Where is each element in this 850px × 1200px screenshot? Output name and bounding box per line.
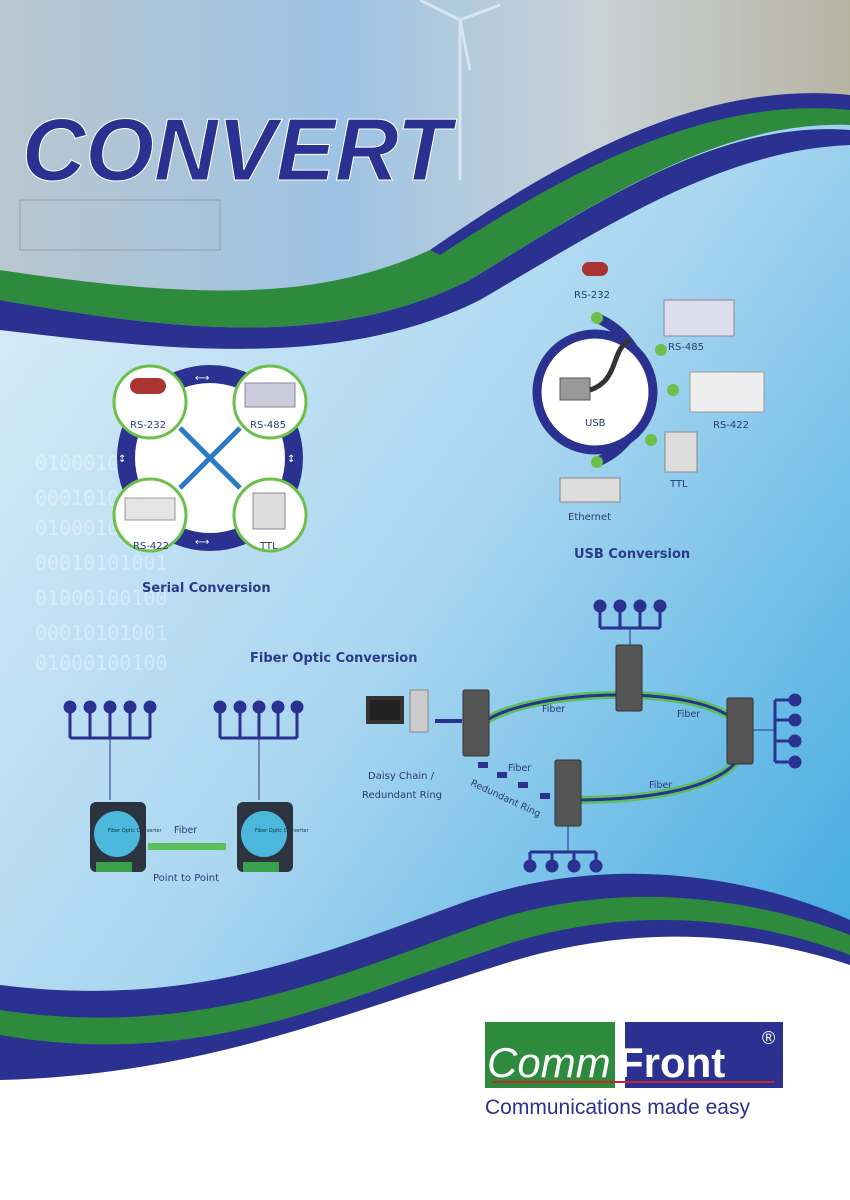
double-arrow-icons: ⟷ ⟷ ↕ ↕ <box>118 373 295 548</box>
serial-node-rs422: RS-422 <box>112 477 188 553</box>
fiber-switch-icons <box>462 644 754 827</box>
redundant-dashes <box>478 762 550 799</box>
bus-tree-icon <box>213 700 304 800</box>
din-module-icon <box>689 371 765 413</box>
computer-icon <box>366 689 429 733</box>
svg-text:®: ® <box>762 1028 775 1048</box>
terminal-icon <box>664 431 698 473</box>
svg-text:Redundant Ring: Redundant Ring <box>362 790 442 801</box>
bus-tree-icon <box>63 700 157 800</box>
svg-text:Front: Front <box>618 1039 725 1086</box>
serial-node-rs232: RS-232 <box>112 364 188 440</box>
binary-watermark: 0100010 0001010 0100010 00010101001 0100010… <box>35 451 167 675</box>
tagline: Communications made easy <box>485 1096 750 1119</box>
ethernet-device-icon <box>559 477 621 503</box>
svg-text:⟷: ⟷ <box>195 373 209 384</box>
fiber-link <box>148 843 226 850</box>
svg-text:0100010: 0100010 <box>35 516 119 540</box>
svg-text:Fiber Optic Converter: Fiber Optic Converter <box>255 828 309 834</box>
fiber-converter-right: Fiber Optic Converter <box>237 802 309 872</box>
din-module-icon <box>124 497 176 521</box>
svg-text:RS-232: RS-232 <box>130 420 166 431</box>
svg-text:Fiber: Fiber <box>677 709 700 720</box>
svg-text:Point to Point: Point to Point <box>153 873 219 884</box>
svg-text:Daisy Chain /: Daisy Chain / <box>368 771 435 782</box>
headline: CONVERT <box>22 100 457 199</box>
svg-text:⟷: ⟷ <box>195 537 209 548</box>
svg-text:TTL: TTL <box>259 541 278 552</box>
svg-text:Fiber: Fiber <box>649 780 672 791</box>
top-wave-green <box>0 106 850 328</box>
cross-arrows-icon <box>178 426 242 490</box>
usb-title: USB Conversion <box>574 547 690 562</box>
svg-text:00010101001: 00010101001 <box>35 551 167 575</box>
bus-tree-icon <box>523 826 603 873</box>
svg-text:USB: USB <box>585 418 606 429</box>
svg-text:0001010: 0001010 <box>35 486 119 510</box>
svg-text:Fiber: Fiber <box>508 763 531 774</box>
svg-text:RS-485: RS-485 <box>668 342 704 353</box>
fiber-title: Fiber Optic Conversion <box>250 651 417 666</box>
bottom-white <box>0 936 850 1200</box>
usb-conversion-diagram: USB RS-232 RS-485 RS-422 TTL Ethernet US… <box>532 262 765 562</box>
svg-text:01000100100: 01000100100 <box>35 651 167 675</box>
svg-text:Fiber: Fiber <box>174 825 197 836</box>
fiber-converter-left: Fiber Optic Converter <box>90 802 162 872</box>
barcode-scanner-icon <box>130 378 166 394</box>
serial-conversion-diagram: ⟷ ⟷ ↕ ↕ RS-232 RS-485 RS-422 TTL Serial Co… <box>112 364 308 596</box>
photo-collage <box>0 0 850 291</box>
svg-text:Comm: Comm <box>487 1039 611 1086</box>
bus-tree-icon <box>593 599 667 646</box>
svg-text:Ethernet: Ethernet <box>568 512 611 523</box>
svg-text:↕: ↕ <box>287 454 295 465</box>
serial-node-rs485: RS-485 <box>232 364 308 440</box>
svg-text:TTL: TTL <box>669 479 688 490</box>
svg-text:00010101001: 00010101001 <box>35 621 167 645</box>
svg-text:Fiber Optic Converter: Fiber Optic Converter <box>108 828 162 834</box>
barcode-scanner-icon <box>582 262 608 276</box>
usb-plug-icon <box>559 377 591 401</box>
svg-text:Fiber: Fiber <box>542 704 565 715</box>
commfront-logo: Comm Front ® Communications made easy <box>485 1022 783 1119</box>
svg-text:RS-422: RS-422 <box>713 420 749 431</box>
point-to-point-diagram: Fiber Optic Converter Fiber Optic Conver… <box>63 700 309 884</box>
plc-icon <box>244 382 296 408</box>
svg-text:01000100100: 01000100100 <box>35 586 167 610</box>
bus-tree-icon <box>753 693 802 769</box>
svg-text:RS-232: RS-232 <box>574 290 610 301</box>
photo-details <box>19 0 501 251</box>
svg-text:↕: ↕ <box>118 454 126 465</box>
svg-text:0100010: 0100010 <box>35 451 119 475</box>
plc-icon <box>663 299 735 337</box>
top-wave-navy <box>0 129 850 349</box>
serial-title: Serial Conversion <box>142 581 271 596</box>
serial-node-ttl: TTL <box>232 477 308 553</box>
svg-text:RS-485: RS-485 <box>250 420 286 431</box>
terminal-icon <box>252 492 286 530</box>
svg-text:RS-422: RS-422 <box>133 541 169 552</box>
